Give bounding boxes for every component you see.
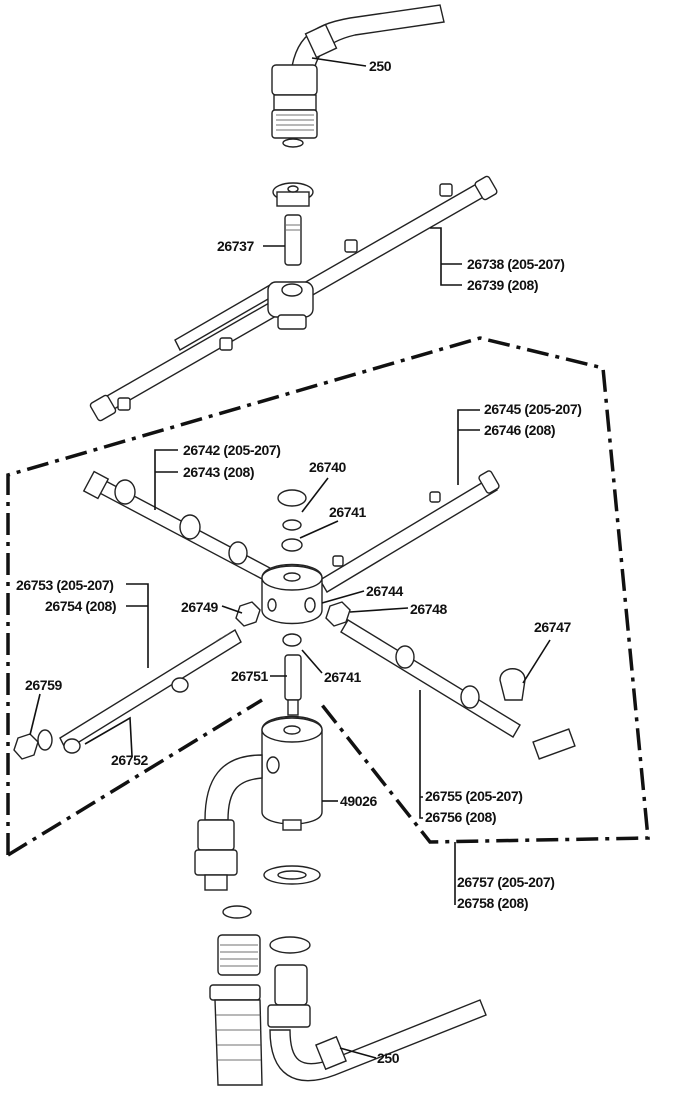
leader-lines — [29, 57, 551, 1059]
label-26758: 26758 (208) — [457, 895, 528, 911]
label-26752: 26752 — [111, 752, 149, 768]
label-26756: 26756 (208) — [425, 809, 496, 825]
label-26754: 26754 (208) — [45, 598, 116, 614]
top-spray-bar — [89, 175, 498, 422]
nozzle-fitting — [272, 182, 314, 266]
assembly-boundary-lower — [7, 698, 263, 857]
label-26744: 26744 — [366, 583, 404, 599]
label-26741-lower: 26741 — [324, 669, 362, 685]
label-26742: 26742 (205-207) — [183, 442, 281, 458]
pump-housing — [194, 715, 323, 1086]
label-250-bottom: 250 — [377, 1050, 400, 1066]
label-26759: 26759 — [25, 677, 63, 693]
label-26739: 26739 (208) — [467, 277, 538, 293]
label-26745: 26745 (205-207) — [484, 401, 582, 417]
label-26747: 26747 — [534, 619, 572, 635]
label-26741-upper: 26741 — [329, 504, 367, 520]
hose-top — [271, 4, 445, 148]
label-26748: 26748 — [410, 601, 448, 617]
label-49026: 49026 — [340, 793, 378, 809]
label-26755: 26755 (205-207) — [425, 788, 523, 804]
assembly-boundary — [6, 336, 650, 855]
hose-bottom — [267, 999, 487, 1082]
label-26738: 26738 (205-207) — [467, 256, 565, 272]
label-26740: 26740 — [309, 459, 347, 475]
label-250-top: 250 — [369, 58, 392, 74]
rotor-assembly — [13, 470, 576, 760]
label-26757: 26757 (205-207) — [457, 874, 555, 890]
label-26749: 26749 — [181, 599, 219, 615]
label-26753: 26753 (205-207) — [16, 577, 114, 593]
label-26751: 26751 — [231, 668, 269, 684]
label-26743: 26743 (208) — [183, 464, 254, 480]
label-26746: 26746 (208) — [484, 422, 555, 438]
label-26737: 26737 — [217, 238, 255, 254]
